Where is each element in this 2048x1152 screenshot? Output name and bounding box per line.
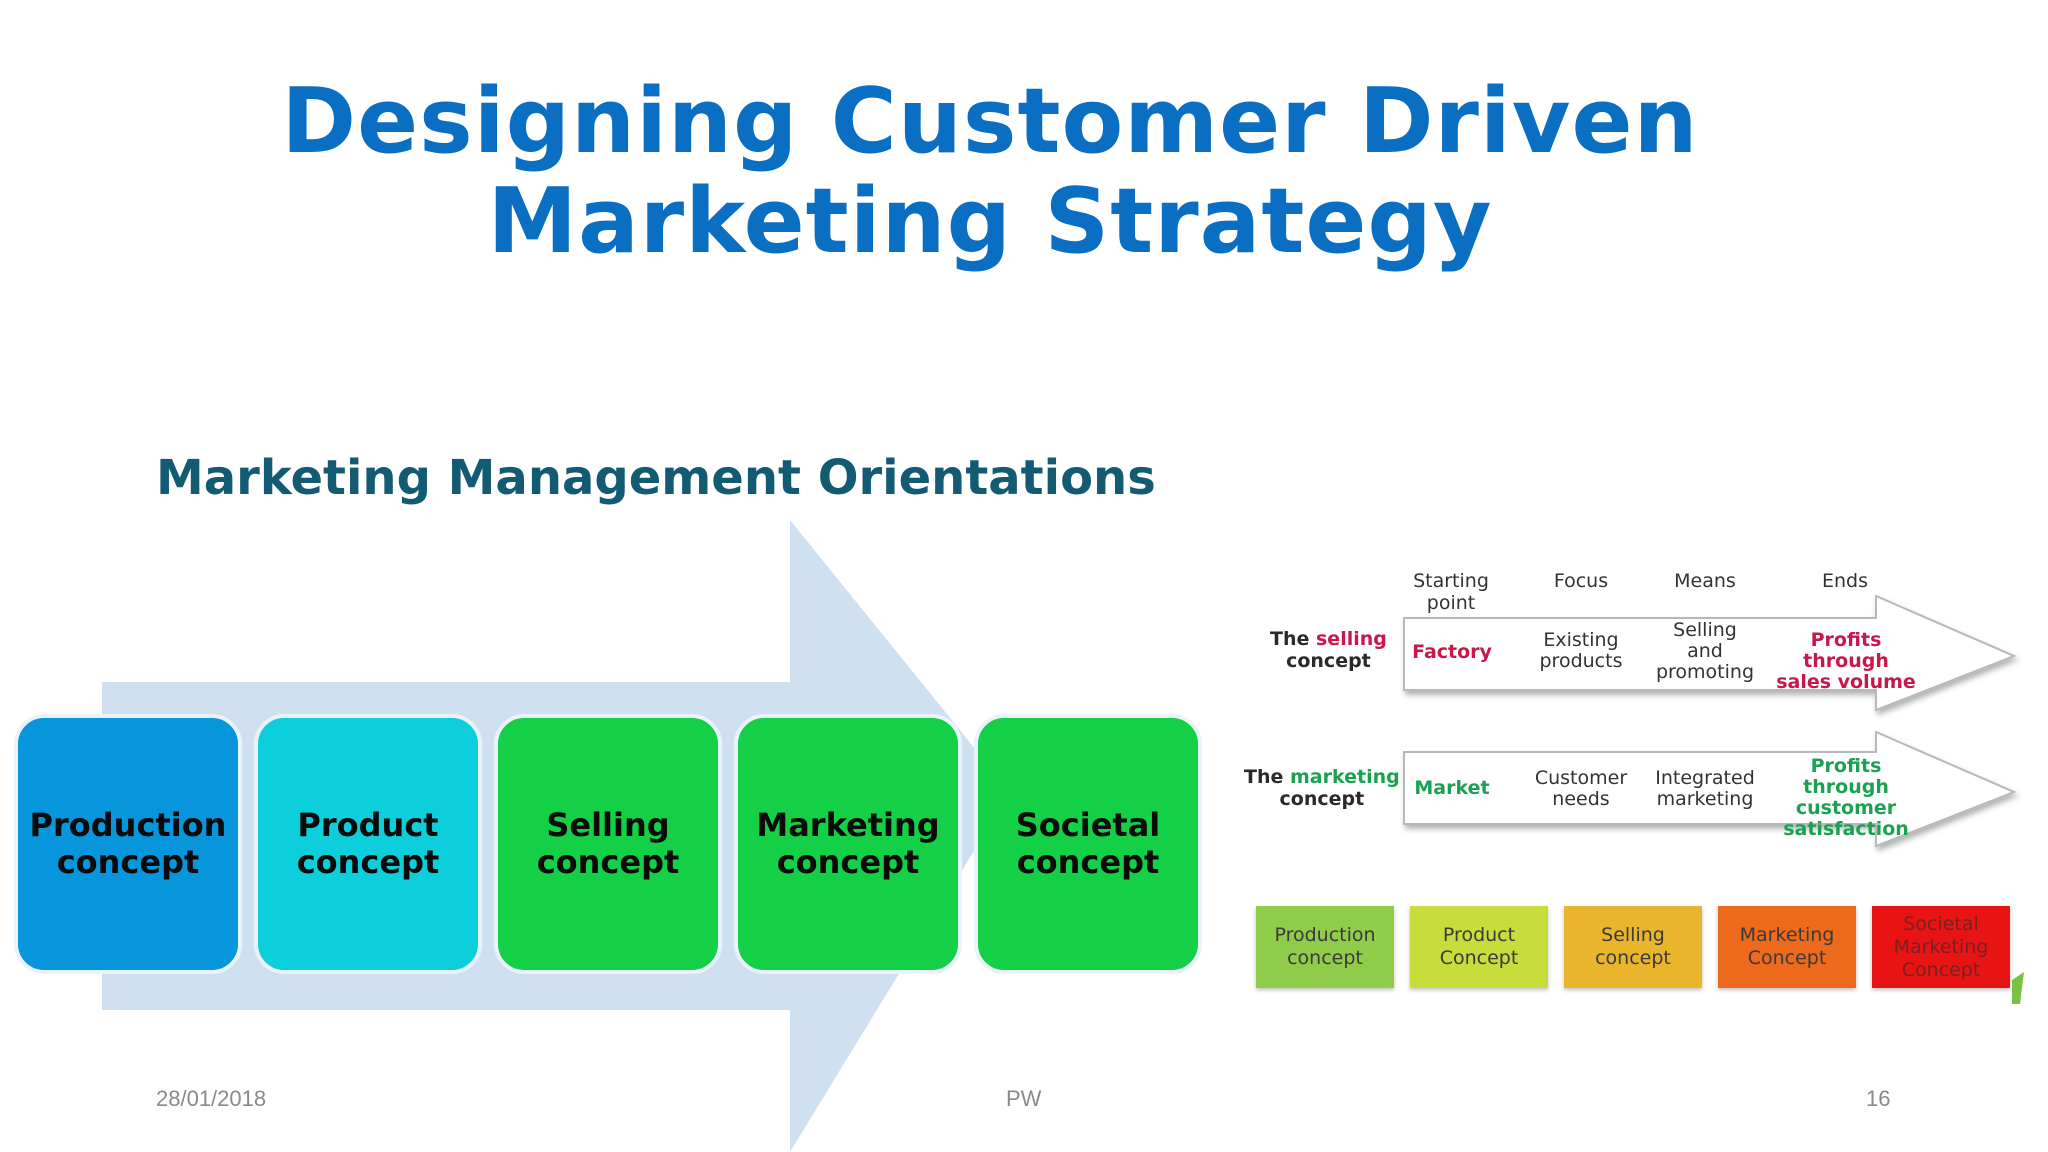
stage-label-line: Marketing xyxy=(1893,935,1989,958)
selling-starting-point: Factory xyxy=(1412,641,1492,663)
concept-label-line-1: Selling xyxy=(546,806,670,844)
cell-line: Customer xyxy=(1534,767,1628,789)
stage-label: Societal Marketing Concept xyxy=(1894,913,1989,982)
stage-label-line: Concept xyxy=(1747,947,1827,969)
marketing-concept-label: The marketing concept xyxy=(1244,766,1400,810)
selling-concept-arrow xyxy=(1403,594,2017,712)
cell-line: sales volume xyxy=(1776,671,1916,693)
concept-label-line-1: Product xyxy=(297,806,439,844)
marketing-focus: Customer needs xyxy=(1526,768,1636,810)
stage-label-line: Societal xyxy=(1903,912,1979,935)
concept-label: Marketing concept xyxy=(756,807,939,881)
stage-box-marketing: Marketing Concept xyxy=(1718,906,1856,988)
cell-line: Selling xyxy=(1673,619,1737,641)
concept-label: Selling concept xyxy=(537,807,680,881)
column-header-means: Means xyxy=(1674,570,1736,592)
cell-line: satisfaction xyxy=(1783,818,1909,840)
concept-box-production: Production concept xyxy=(14,714,242,974)
row-label-line-2: concept xyxy=(1286,650,1371,672)
selling-ends: Profits through sales volume xyxy=(1766,630,1926,693)
row-label-prefix: The xyxy=(1244,766,1284,788)
cell-line: Integrated xyxy=(1655,767,1755,789)
concept-label: Product concept xyxy=(297,807,440,881)
stage-box-production: Production concept xyxy=(1256,906,1394,988)
slide-title-line-1: Designing Customer Driven xyxy=(281,69,1699,174)
selling-focus: Existing products xyxy=(1526,630,1636,672)
selling-means: Selling and promoting xyxy=(1650,620,1760,683)
row-label-line-2: concept xyxy=(1279,788,1365,810)
stage-label-line: concept xyxy=(1595,947,1671,969)
stage-label-line: Concept xyxy=(1439,947,1519,969)
row-label-accent: selling xyxy=(1316,628,1387,650)
cell-line: customer xyxy=(1795,797,1897,819)
stage-label-line: Marketing xyxy=(1739,924,1835,946)
green-corner-mark xyxy=(2012,972,2024,1004)
stage-label: Selling concept xyxy=(1595,924,1671,970)
cell-line: promoting xyxy=(1655,661,1755,683)
concept-label-line-2: concept xyxy=(296,843,440,881)
cell-line: needs xyxy=(1552,788,1610,810)
row-label-prefix: The xyxy=(1270,628,1310,650)
concept-box-marketing: Marketing concept xyxy=(734,714,962,974)
column-header-line: point xyxy=(1426,592,1476,614)
stage-label: Production concept xyxy=(1274,924,1375,970)
slide-title: Designing Customer Driven Marketing Stra… xyxy=(0,72,1980,272)
marketing-means: Integrated marketing xyxy=(1650,768,1760,810)
cell-line: Existing xyxy=(1543,629,1619,651)
marketing-ends: Profits through customer satisfaction xyxy=(1766,756,1926,840)
footer-date: 28/01/2018 xyxy=(156,1086,267,1111)
concept-label-line-1: Production xyxy=(29,806,227,844)
stage-label: Marketing Concept xyxy=(1740,924,1835,970)
stage-box-societal-marketing: Societal Marketing Concept xyxy=(1872,906,2010,988)
cell-line: Profits through xyxy=(1803,755,1889,798)
row-label-line-1: The selling xyxy=(1270,628,1387,650)
stage-label-line: Product xyxy=(1442,924,1516,946)
stage-label-line: Concept xyxy=(1901,958,1981,981)
cell-line: and xyxy=(1687,640,1723,662)
cell-line: products xyxy=(1539,650,1623,672)
cell-line: Profits through xyxy=(1803,629,1889,672)
concept-label-line-1: Marketing xyxy=(756,806,940,844)
concept-label-line-2: concept xyxy=(56,843,200,881)
row-label-accent: marketing xyxy=(1290,766,1400,788)
slide-title-line-2: Marketing Strategy xyxy=(487,169,1493,274)
column-header-ends: Ends xyxy=(1821,570,1868,592)
figure-heading: Marketing Management Orientations xyxy=(156,450,1156,506)
stage-label-line: Selling xyxy=(1601,924,1665,946)
column-header-focus: Focus xyxy=(1553,570,1609,592)
concept-box-societal: Societal concept xyxy=(974,714,1202,974)
row-label-line-1: The marketing xyxy=(1244,766,1400,788)
stage-label: Product Concept xyxy=(1440,924,1519,970)
marketing-concept-arrow xyxy=(1403,730,2017,848)
stage-label-line: Production xyxy=(1274,924,1376,946)
cell-line: marketing xyxy=(1656,788,1754,810)
concept-label-line-1: Societal xyxy=(1015,806,1161,844)
footer-page-number: 16 xyxy=(1866,1086,1891,1111)
concept-label: Societal concept xyxy=(1016,807,1161,881)
selling-concept-label: The selling concept xyxy=(1270,628,1387,672)
column-header-line: Starting xyxy=(1413,570,1489,592)
stage-box-product: Product Concept xyxy=(1410,906,1548,988)
column-header-starting-point: Starting point xyxy=(1396,570,1506,614)
footer-author: PW xyxy=(1006,1086,1042,1111)
marketing-starting-point: Market xyxy=(1414,777,1490,799)
stage-label-line: concept xyxy=(1287,947,1363,969)
concept-label-line-2: concept xyxy=(1016,843,1160,881)
concept-label: Production concept xyxy=(30,807,227,881)
concept-label-line-2: concept xyxy=(776,843,920,881)
stage-box-selling: Selling concept xyxy=(1564,906,1702,988)
concept-box-product: Product concept xyxy=(254,714,482,974)
concept-label-line-2: concept xyxy=(536,843,680,881)
concept-box-selling: Selling concept xyxy=(494,714,722,974)
